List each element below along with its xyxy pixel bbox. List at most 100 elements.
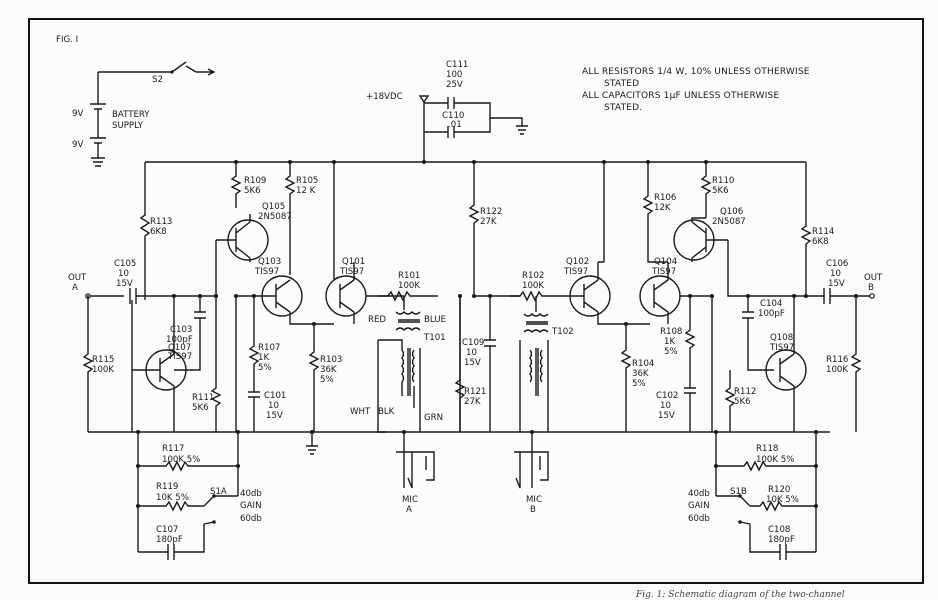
r106-value: 12K	[654, 203, 671, 213]
q104-type: TIS97	[651, 267, 676, 277]
r105-value: 12 K	[296, 186, 316, 196]
r108-value: 1K	[664, 337, 675, 347]
c101-voltage: 15V	[266, 411, 283, 421]
r101-ref: R101	[398, 271, 420, 281]
q107-label: Q107	[168, 343, 191, 353]
note-capacitors-stated: STATED.	[604, 103, 642, 113]
r110-value: 5K6	[712, 186, 729, 196]
q105-ref: Q105	[262, 202, 285, 212]
c105-voltage: 15V	[116, 279, 133, 289]
c108-value: 180pF	[768, 535, 795, 545]
supply-label: SUPPLY	[112, 121, 144, 131]
r115-ref: R115	[92, 355, 114, 365]
battery-2-voltage: 9V	[72, 140, 83, 150]
t101-blue: BLUE	[424, 315, 446, 325]
r104-tol: 5%	[632, 379, 646, 389]
s1b-60db: 60db	[688, 514, 710, 524]
r111-ref: R111	[192, 393, 214, 403]
r102-value: 100K	[522, 281, 544, 291]
c102-ref: C102	[656, 391, 678, 401]
r102-ref: R102	[522, 271, 544, 281]
r117-value: 100K 5%	[162, 455, 200, 465]
c111-ref: C111	[446, 60, 468, 70]
c109-ref: C109	[462, 338, 484, 348]
r116-value: 100K	[826, 365, 848, 375]
r110-ref: R110	[712, 176, 734, 186]
switch-s2-label: S2	[152, 75, 163, 85]
r116-ref: R116	[826, 355, 848, 365]
s1a-60db: 60db	[240, 514, 262, 524]
c106-ref: C106	[826, 259, 848, 269]
battery-supply: S2 9V 9V BATTERY SUPPLY	[72, 61, 216, 167]
r112-value: 5K6	[734, 397, 751, 407]
vdc-label: +18VDC	[366, 92, 403, 102]
c104-ref: C104	[760, 299, 782, 309]
note-resistors: ALL RESISTORS 1/4 W, 10% UNLESS OTHERWIS…	[582, 67, 810, 77]
r103-tol: 5%	[320, 375, 334, 385]
r114-ref: R114	[812, 227, 834, 237]
c101-value: 10	[268, 401, 279, 411]
c103-value: 100pF	[166, 335, 193, 345]
q101-type: TIS97	[339, 267, 364, 277]
mic-b-channel: B	[530, 505, 536, 515]
c107-ref: C107	[156, 525, 178, 535]
s1b-40db: 40db	[688, 489, 710, 499]
s1a-ref: S1A	[210, 487, 227, 497]
r120-value: 10K 5%	[766, 495, 799, 505]
r111-value: 5K6	[192, 403, 209, 413]
r115-value: 100K	[92, 365, 114, 375]
c110-value: .01	[448, 120, 462, 130]
mic-a-label: MIC	[402, 495, 418, 505]
q107-type: TIS97	[167, 352, 192, 362]
r108-tol: 5%	[664, 347, 678, 357]
mic-a-input: R101 100K RED BLUE T101 WHT BLK GRN MIC …	[350, 271, 461, 515]
battery-label: BATTERY	[112, 110, 150, 120]
q106-ref: Q106	[720, 207, 743, 217]
battery-1-voltage: 9V	[72, 109, 83, 119]
c104-value: 100pF	[758, 309, 785, 319]
r119-ref: R119	[156, 482, 178, 492]
out-a-label: OUT	[68, 273, 87, 283]
c105-value: 10	[118, 269, 129, 279]
r113-value: 6K8	[150, 227, 167, 237]
t101-grn: GRN	[424, 413, 443, 423]
t101-blk: BLK	[378, 407, 395, 417]
c108-ref: C108	[768, 525, 790, 535]
c105-ref: C105	[114, 259, 136, 269]
r104-value: 36K	[632, 369, 649, 379]
out-a-channel: A	[72, 283, 78, 293]
q108-type: TIS97	[769, 343, 794, 353]
q103-ref: Q103	[258, 257, 281, 267]
c111-value: 100	[446, 70, 462, 80]
q101-ref: Q101	[342, 257, 365, 267]
r106-ref: R106	[654, 193, 676, 203]
r103-value: 36K	[320, 365, 337, 375]
r103-ref: R103	[320, 355, 342, 365]
mic-b-input: R102 100K T102 MIC B	[510, 271, 574, 515]
s1a-40db: 40db	[240, 489, 262, 499]
q102-ref: Q102	[566, 257, 589, 267]
r120-ref: R120	[768, 485, 790, 495]
r107-ref: R107	[258, 343, 280, 353]
r105-ref: R105	[296, 176, 318, 186]
schematic-frame	[28, 18, 924, 584]
t101-red: RED	[368, 315, 386, 325]
mic-a-channel: A	[406, 505, 412, 515]
out-b-label: OUT	[864, 273, 883, 283]
s1b-gain: GAIN	[688, 501, 710, 511]
t102-ref: T102	[551, 327, 574, 337]
c103-ref: C103	[170, 325, 192, 335]
r121-value: 27K	[464, 397, 481, 407]
c109-value: 10	[466, 348, 477, 358]
c101-ref: C101	[264, 391, 286, 401]
r114-value: 6K8	[812, 237, 829, 247]
c102-voltage: 15V	[658, 411, 675, 421]
r121-ref: R121	[464, 387, 486, 397]
r112-ref: R112	[734, 387, 756, 397]
left-channel: R113 6K8 R109 5K6 R105 12 K Q105 2N5087 …	[68, 162, 404, 560]
c102-value: 10	[660, 401, 671, 411]
power-input: +18VDC C111 100 25V C110 .01	[366, 60, 528, 162]
r107-value: 1K	[258, 353, 269, 363]
r104-ref: R104	[632, 359, 654, 369]
